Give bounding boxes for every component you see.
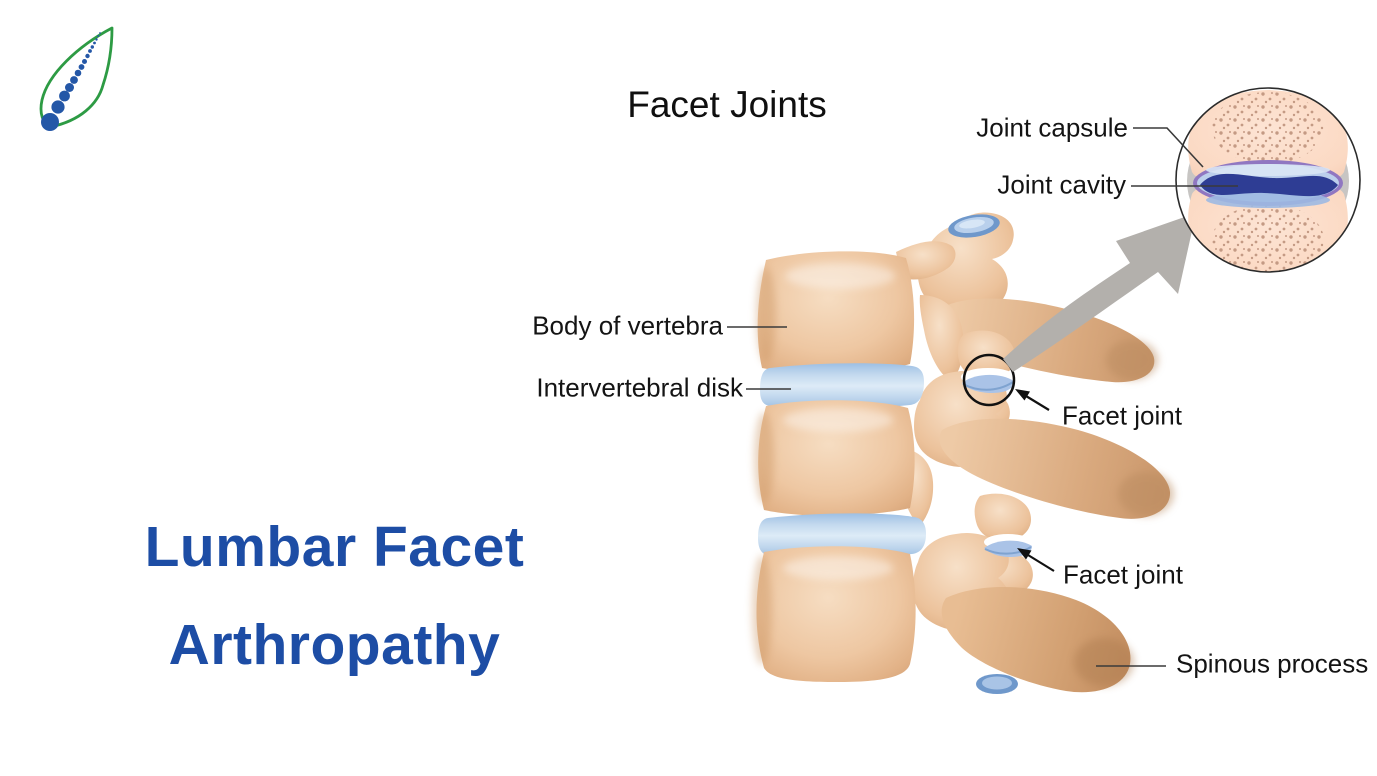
joint-inset-magnified xyxy=(1175,87,1361,273)
facet-joint-highlight-circle xyxy=(962,353,1016,407)
facet-joint-lower-surface xyxy=(984,534,1032,557)
magnifier-arrow xyxy=(1003,213,1196,372)
facet-joint-upper-surface xyxy=(961,368,1015,393)
label-intervertebral-disk: Intervertebral disk xyxy=(536,372,743,403)
label-body-of-vertebra: Body of vertebra xyxy=(532,310,723,341)
spine-dots-icon xyxy=(41,32,101,131)
inferior-articular-process-2 xyxy=(974,493,1032,542)
poster-title-line2: Arthropathy xyxy=(168,613,501,678)
poster-title-line1: Lumbar Facet xyxy=(144,515,525,579)
label-facet-joint-lower: Facet joint xyxy=(1063,559,1183,590)
vertebral-body-3 xyxy=(756,546,916,682)
vertebra-2-posterior xyxy=(899,370,1174,542)
clinic-logo xyxy=(39,26,114,131)
lumbar-spine-group xyxy=(752,212,1174,694)
vertebral-bodies-group xyxy=(752,251,926,682)
joint-cavity-shape xyxy=(1200,173,1338,197)
spinous-process-2 xyxy=(939,418,1171,519)
vertebral-body-2 xyxy=(758,400,915,516)
poster-title: Lumbar Facet Arthropathy xyxy=(62,498,607,694)
diagram-title: Facet Joints xyxy=(627,84,827,125)
intervertebral-disk-1 xyxy=(760,363,924,409)
leader-lines xyxy=(727,127,1238,667)
inset-outline-circle xyxy=(1175,87,1361,273)
label-spinous-process: Spinous process xyxy=(1176,648,1369,679)
facet-joint-arrows xyxy=(1015,389,1055,572)
label-facet-joint-upper: Facet joint xyxy=(1062,400,1182,431)
label-joint-cavity: Joint cavity xyxy=(997,169,1126,200)
label-joint-capsule: Joint capsule xyxy=(976,112,1128,143)
arrowhead-facet-lower xyxy=(1017,548,1032,560)
intervertebral-disk-2 xyxy=(758,513,926,558)
vertebra-3-posterior xyxy=(913,532,1134,694)
leader-joint-capsule xyxy=(1133,127,1204,168)
arrowhead-facet-upper xyxy=(1015,389,1030,401)
